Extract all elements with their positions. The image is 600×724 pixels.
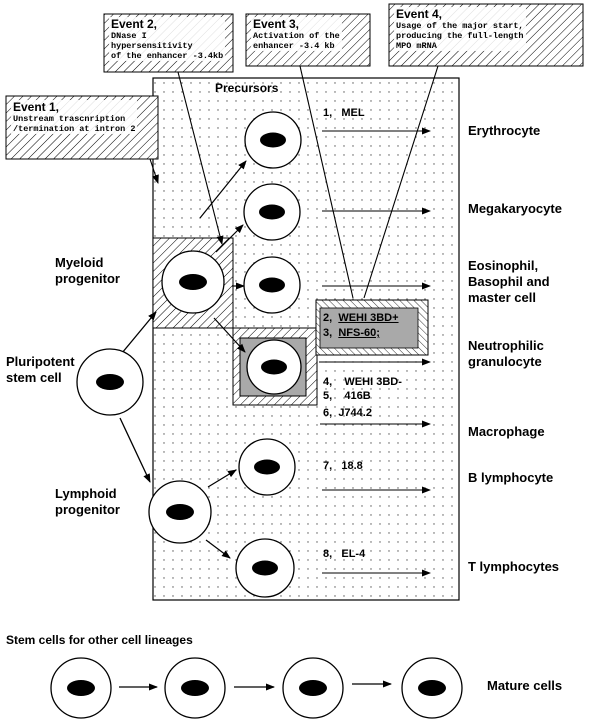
cell-line-4-num: 4,	[323, 376, 333, 388]
precursors-label: Precursors	[215, 81, 279, 95]
megakaryocyte-nucleus	[259, 204, 285, 220]
cell-line-8-num: 8,	[323, 548, 333, 560]
other-lineage-nucleus-2	[181, 680, 209, 696]
other-lineage-nucleus-4	[418, 680, 446, 696]
cell-line-5-name: 416B	[344, 390, 371, 402]
event2-line	[177, 71, 224, 245]
arrow-stem-to-lymphoid	[119, 417, 151, 483]
other-lineage-nucleus-1	[67, 680, 95, 696]
cell-line-2-num: 2,	[323, 312, 333, 324]
cell-line-1-num: 1,	[323, 107, 333, 119]
event1-title: Event 1,	[13, 100, 60, 114]
stem-cells-other-lineages-label: Stem cells for other cell lineages	[6, 633, 193, 647]
neutrophil-nucleus	[261, 359, 287, 375]
myeloid-nucleus	[179, 274, 207, 290]
arrow-lymphoid-to-t	[205, 539, 231, 559]
cell-line-8: 8, EL-4	[323, 548, 365, 561]
lymphoid-nucleus	[166, 504, 194, 520]
cell-line-8-name: EL-4	[341, 548, 366, 560]
event2: Event 2, DNase I hypersensitivity of the…	[105, 15, 232, 65]
event3-title: Event 3,	[253, 17, 300, 31]
cell-line-7: 7, 18.8	[323, 460, 363, 473]
cell-line-2-name: WEHI 3BD+	[338, 312, 399, 324]
erythroid-nucleus	[260, 132, 286, 148]
eosinophil-nucleus	[259, 277, 285, 293]
cell-line-grey-box	[319, 307, 419, 349]
lineage-megakaryocyte: Megakaryocyte	[468, 201, 562, 216]
lineage-t-lymphocytes: T lymphocytes	[468, 559, 560, 574]
lineage-b-lymphocyte: B lymphocyte	[468, 470, 554, 485]
cell-line-7-name: 18.8	[341, 460, 363, 472]
cell-line-7-num: 7,	[323, 460, 333, 472]
lineage-neutrophil: Neutrophilic granulocyte	[468, 338, 544, 369]
cell-line-4: 4, WEHI 3BD-	[323, 376, 402, 389]
cell-line-3-name: NFS-60;	[338, 327, 380, 339]
mature-cells-label: Mature cells	[487, 678, 563, 693]
cell-line-1: 1, MEL	[323, 107, 365, 120]
b-precursor-nucleus	[254, 459, 280, 475]
lineage-macrophage: Macrophage	[468, 424, 545, 439]
event1-body: Unstream trascnription /termination at i…	[13, 114, 136, 134]
arrow-stem-to-myeloid	[121, 311, 157, 354]
event4-line	[363, 65, 439, 299]
arrow-myeloid-to-mega	[215, 224, 244, 253]
pluripotent-stem-cell-label: Pluripotent stem cell	[6, 354, 75, 385]
arrow-lymphoid-to-b	[207, 469, 237, 488]
event1-line	[149, 158, 159, 184]
arrow-myeloid-to-neut	[213, 317, 246, 353]
lineage-eosinophil: Eosinophil, Basophil and master cell	[468, 258, 550, 305]
cell-line-6-num: 6,	[323, 407, 333, 419]
lineage-erythrocyte: Erythrocyte	[468, 123, 541, 138]
cell-line-1-name: MEL	[341, 107, 365, 119]
event3-body: Activation of the enhancer -3.4 kb	[253, 31, 340, 51]
cell-line-6-name: J744.2	[338, 407, 372, 419]
lymphoid-progenitor-label: Lymphoid progenitor	[55, 486, 120, 517]
event2-title: Event 2,	[111, 17, 158, 31]
other-lineage-nucleus-3	[299, 680, 327, 696]
stem-cell-nucleus	[96, 374, 124, 390]
cell-line-4-name: WEHI 3BD-	[344, 376, 402, 388]
cell-line-5: 5, 416B	[323, 390, 371, 403]
cell-line-3-num: 3,	[323, 327, 333, 339]
t-precursor-nucleus	[252, 560, 278, 576]
cell-line-6: 6, J744.2	[323, 407, 372, 420]
event2-body: DNase I hypersensitivity of the enhancer…	[111, 31, 224, 61]
cell-line-2: 2, WEHI 3BD+	[323, 312, 399, 325]
cell-line-3: 3, NFS-60;	[323, 327, 380, 340]
arrow-myeloid-to-ery	[199, 160, 247, 219]
event4-body: Usage of the major start, producing the …	[396, 21, 524, 51]
event4: Event 4, Usage of the major start, produ…	[390, 5, 582, 55]
event3: Event 3, Activation of the enhancer -3.4…	[247, 15, 369, 55]
cell-line-5-num: 5,	[323, 390, 333, 402]
event1: Event 1, Unstream trascnription /termina…	[7, 98, 157, 138]
event3-line	[299, 65, 354, 299]
myeloid-progenitor-label: Myeloid progenitor	[55, 255, 120, 286]
event4-title: Event 4,	[396, 7, 443, 21]
